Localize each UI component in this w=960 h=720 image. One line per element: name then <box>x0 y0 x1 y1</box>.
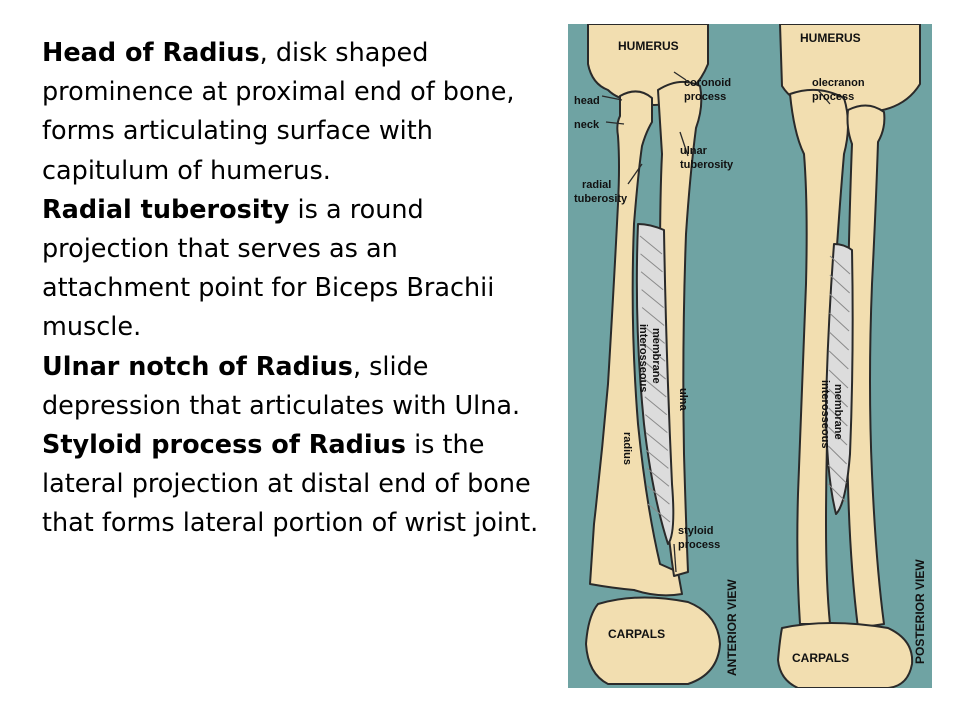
label-pointers <box>601 71 831 573</box>
label-interosseous-posterior-line-1: interosseous <box>819 380 831 448</box>
membrane-striation <box>647 503 671 523</box>
forearm-bones-svg: HUMERUS HUMERUS coronoid process olecran… <box>568 24 932 688</box>
label-coronoid-line-2: process <box>684 91 726 103</box>
label-carpals-posterior: CARPALS <box>792 651 849 665</box>
membrane-striation <box>827 464 847 484</box>
label-neck: neck <box>574 119 600 131</box>
label-radial-tuberosity: radial tuberosity <box>574 179 628 205</box>
membrane-striation <box>829 274 851 294</box>
label-carpals-anterior: CARPALS <box>608 627 665 641</box>
label-coronoid-process: coronoid process <box>684 77 734 103</box>
label-radial-tuberosity-line-2: tuberosity <box>574 193 628 205</box>
carpals-anterior-shape <box>585 596 721 685</box>
membrane-striation <box>829 255 851 275</box>
pointer-neck <box>605 121 625 125</box>
label-interosseous-anterior-line-1: interosseous <box>637 324 649 392</box>
interosseous-membrane-posterior <box>825 243 854 515</box>
membrane-striation <box>828 369 849 389</box>
membrane-striation <box>827 483 847 503</box>
label-ulnar-tuberosity: ulnar tuberosity <box>680 145 734 171</box>
membrane-striation <box>641 307 665 326</box>
membrane-striations <box>639 235 851 523</box>
membrane-striation <box>645 432 669 451</box>
description-text: Head of Radius, disk shaped prominence a… <box>42 34 542 544</box>
membrane-striation <box>829 293 850 313</box>
term-head-of-radius: Head of Radius <box>42 38 260 68</box>
membrane-striation <box>828 388 849 408</box>
paragraph-head-of-radius: Head of Radius, disk shaped prominence a… <box>42 34 542 191</box>
membrane-striation <box>641 289 664 308</box>
label-radial-tuberosity-line-1: radial <box>582 179 611 191</box>
radius-posterior-shape <box>845 104 886 629</box>
label-interosseous-posterior: interosseous membrane <box>819 380 844 452</box>
label-ulnar-tuberosity-line-1: ulnar <box>680 145 708 157</box>
term-radial-tuberosity: Radial tuberosity <box>42 194 290 225</box>
interosseous-membrane-anterior <box>635 223 675 545</box>
label-olecranon-process: olecranon process <box>812 77 868 103</box>
membrane-striation <box>645 414 668 434</box>
label-interosseous-anterior: interosseous membrane <box>637 324 662 396</box>
paragraph-radial-tuberosity: Radial tuberosity is a round projection … <box>42 191 542 348</box>
label-coronoid-line-1: coronoid <box>684 77 731 89</box>
membrane-striation <box>642 342 666 362</box>
label-posterior-view: POSTERIOR VIEW <box>913 559 927 664</box>
label-anterior-view: ANTERIOR VIEW <box>725 579 739 676</box>
carpals-posterior-shape <box>777 622 914 688</box>
membrane-striation <box>640 271 664 291</box>
membrane-striation <box>827 445 848 465</box>
desc-radial-tuberosity: is a round projection that serves as an … <box>42 194 495 343</box>
pointer-ulnar-tuberosity <box>679 131 689 157</box>
label-interosseous-anterior-line-2: membrane <box>650 328 662 384</box>
desc-ulnar-notch: , slide depression that articulates with… <box>42 351 521 421</box>
paragraph-ulnar-notch: Ulnar notch of Radius, slide depression … <box>42 348 542 426</box>
membrane-striation <box>643 360 667 380</box>
label-ulnar-tuberosity-line-2: tuberosity <box>680 159 734 171</box>
pointer-coronoid <box>673 71 687 81</box>
term-ulnar-notch: Ulnar notch of Radius <box>42 351 353 382</box>
label-head: head <box>574 95 600 107</box>
membrane-striation <box>828 350 849 370</box>
membrane-striation <box>646 467 670 487</box>
label-humerus-posterior: HUMERUS <box>800 31 861 45</box>
pointer-styloid <box>673 543 677 573</box>
label-styloid-line-2: process <box>678 539 720 551</box>
membrane-striation <box>828 426 848 446</box>
label-interosseous-posterior-line-2: membrane <box>832 384 844 440</box>
pointer-radial-tuberosity <box>627 163 643 185</box>
label-styloid-process: styloid process <box>678 525 720 551</box>
membrane-striation <box>828 407 848 427</box>
paragraph-styloid-process: Styloid process of Radius is the lateral… <box>42 426 542 544</box>
membrane-striation <box>643 378 667 398</box>
membrane-striation <box>647 485 670 505</box>
membrane-striation <box>828 331 850 351</box>
membrane-striation <box>829 312 850 332</box>
membrane-striation <box>639 235 663 255</box>
label-olecranon-line-2: process <box>812 91 854 103</box>
label-humerus-anterior: HUMERUS <box>618 39 679 53</box>
membrane-striation <box>644 396 668 416</box>
membrane-striation <box>640 253 663 273</box>
label-ulna: ulna <box>677 388 689 411</box>
membrane-striation <box>646 450 669 469</box>
pointer-head <box>601 95 623 101</box>
desc-head-of-radius: , disk shaped prominence at proximal end… <box>42 38 515 186</box>
radius-anterior-shape <box>589 90 683 597</box>
ulna-posterior-shape <box>789 88 849 625</box>
label-radius: radius <box>621 432 633 465</box>
desc-styloid-process: is the lateral projection at distal end … <box>42 430 539 539</box>
label-olecranon-line-1: olecranon <box>812 77 865 89</box>
label-styloid-line-1: styloid <box>678 525 713 537</box>
term-styloid-process: Styloid process of Radius <box>42 430 406 461</box>
membrane-striation <box>642 324 665 344</box>
pointer-olecranon <box>817 89 831 105</box>
forearm-bones-illustration: HUMERUS HUMERUS coronoid process olecran… <box>568 24 932 688</box>
